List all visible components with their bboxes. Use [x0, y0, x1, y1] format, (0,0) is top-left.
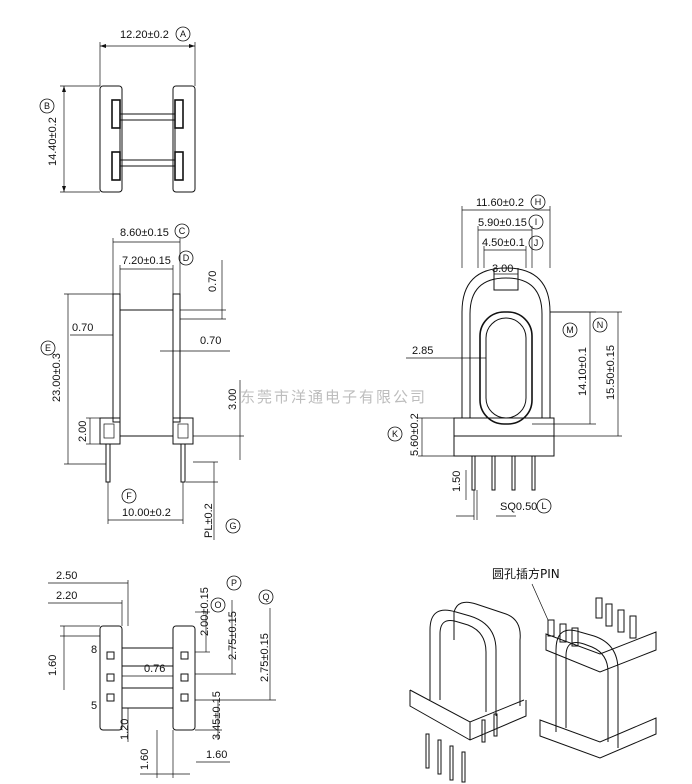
dim-070-right: 0.70: [200, 335, 221, 347]
svg-text:P: P: [231, 578, 237, 588]
side-view: 11.60±0.2 H 5.90±0.15 I 4.50±0.1 J 3.00 …: [387, 194, 622, 520]
dim-g-label: PL±0.2: [203, 503, 215, 538]
dim-j-label: 4.50±0.1: [482, 237, 525, 249]
svg-text:I: I: [535, 217, 538, 227]
dim-m-label: 14.10±0.1: [577, 347, 589, 396]
front-view: 8.60±0.15 C 7.20±0.15 D 0.70 0.70 0.70 2…: [40, 223, 244, 540]
dim-f-label: 10.00±0.2: [122, 507, 171, 519]
svg-text:K: K: [392, 429, 398, 439]
dim-120: 1.20: [119, 719, 131, 740]
dim-o-label: 2.00±0.15: [199, 587, 211, 636]
dim-076: 0.76: [144, 663, 165, 675]
dim-220: 2.20: [56, 590, 77, 602]
svg-text:F: F: [126, 491, 132, 501]
bottom-view: 8 5 2.50 2.20 1.60 0.76 1.20 1.60 1.60 2…: [47, 570, 276, 778]
svg-text:O: O: [214, 600, 221, 610]
svg-text:E: E: [45, 343, 51, 353]
dim-b-label: 14.40±0.2: [47, 117, 59, 166]
svg-text:N: N: [597, 320, 604, 330]
dim-150: 1.50: [451, 471, 463, 492]
svg-text:B: B: [44, 101, 50, 111]
svg-text:H: H: [535, 197, 542, 207]
dim-r-label: 3.45±0.15: [211, 691, 223, 740]
dim-h-label: 11.60±0.2: [476, 197, 524, 209]
isometric-views: 圆孔插方PIN: [409, 566, 657, 783]
dim-160-left: 1.60: [47, 655, 59, 676]
dim-070-left: 0.70: [72, 322, 93, 334]
pin-8-label: 8: [91, 644, 97, 656]
dim-i-label: 5.90±0.15: [478, 217, 527, 229]
dim-p-label: 2.75±0.15: [227, 611, 239, 660]
callout-text: 圆孔插方PIN: [492, 566, 560, 581]
svg-text:C: C: [179, 226, 186, 236]
svg-text:L: L: [541, 501, 546, 511]
svg-text:M: M: [566, 325, 574, 335]
dim-k-label: 5.60±0.2: [409, 413, 421, 456]
pin-5-label: 5: [91, 700, 97, 712]
top-view: 12.20±0.2 A 14.40±0.2 B: [39, 26, 196, 193]
dim-160-bottom2: 1.60: [206, 749, 227, 761]
dim-300b: 3.00: [492, 263, 513, 275]
watermark: 东莞市洋通电子有限公司: [240, 388, 427, 406]
dim-285: 2.85: [412, 345, 433, 357]
dim-250: 2.50: [56, 570, 77, 582]
svg-text:D: D: [183, 253, 190, 263]
dim-q-label: 2.75±0.15: [259, 633, 271, 682]
dim-d-label: 7.20±0.15: [122, 255, 171, 267]
dim-e-label: 23.00±0.3: [51, 353, 63, 402]
dim-n-label: 15.50±0.15: [605, 345, 617, 400]
dim-300: 3.00: [227, 389, 239, 410]
dim-c-label: 8.60±0.15: [120, 227, 169, 239]
dim-200: 2.00: [77, 421, 89, 442]
dim-160-bottom: 1.60: [139, 749, 151, 770]
svg-text:J: J: [534, 238, 539, 248]
dim-070-top: 0.70: [207, 271, 219, 292]
svg-text:G: G: [229, 521, 236, 531]
dim-l-label: SQ0.50: [500, 501, 537, 513]
svg-text:A: A: [180, 29, 186, 39]
svg-text:Q: Q: [262, 592, 269, 602]
dim-a-label: 12.20±0.2: [120, 29, 169, 41]
